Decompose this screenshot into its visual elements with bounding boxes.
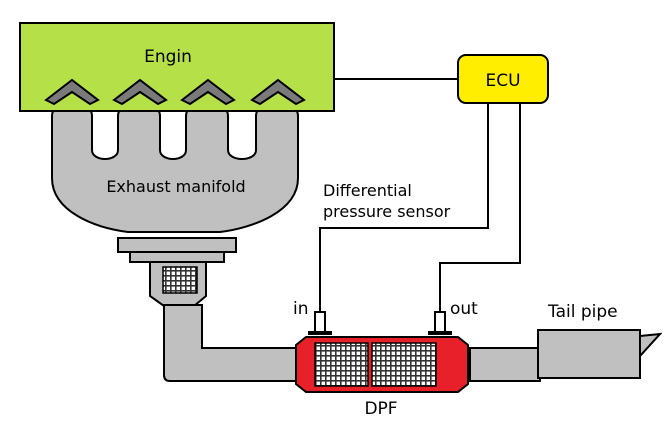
ecu-box xyxy=(457,54,549,104)
sensor-label-line2: pressure sensor xyxy=(323,202,451,221)
manifold-neck xyxy=(129,251,225,263)
outlet-pipe xyxy=(469,347,541,382)
port-in-label: in xyxy=(293,299,309,319)
exhaust-port-2-icon xyxy=(112,78,168,106)
port-out-label: out xyxy=(450,299,478,319)
tap-out xyxy=(434,311,446,335)
engine-block xyxy=(19,22,335,112)
sensor-label-line1: Differential xyxy=(323,181,412,200)
manifold-label: Exhaust manifold xyxy=(106,177,245,196)
exhaust-port-4-icon xyxy=(250,78,306,106)
dpf-filter xyxy=(295,336,469,393)
exhaust-port-3-icon xyxy=(180,78,236,106)
signal-wires xyxy=(319,78,521,312)
downpipe xyxy=(163,304,301,382)
exhaust-ports xyxy=(44,78,306,106)
dpf-label: DPF xyxy=(364,399,397,419)
manifold-flange xyxy=(117,237,237,253)
tap-in xyxy=(314,311,326,335)
tail-pipe-muffler xyxy=(537,329,641,379)
exhaust-port-1-icon xyxy=(44,78,100,106)
sensor-in-wire xyxy=(319,104,489,312)
tail-pipe-tip xyxy=(639,332,663,359)
ecu-label: ECU xyxy=(485,71,520,91)
dpf-mesh-right xyxy=(371,342,437,387)
pressure-taps xyxy=(314,311,446,335)
catalyst-mesh xyxy=(162,266,198,294)
tail-pipe-label: Tail pipe xyxy=(547,302,618,322)
engine-label: Engin xyxy=(144,47,192,67)
sensor-out-wire xyxy=(439,104,521,312)
dpf-mesh-left xyxy=(314,342,369,387)
exhaust-manifold xyxy=(51,101,299,233)
